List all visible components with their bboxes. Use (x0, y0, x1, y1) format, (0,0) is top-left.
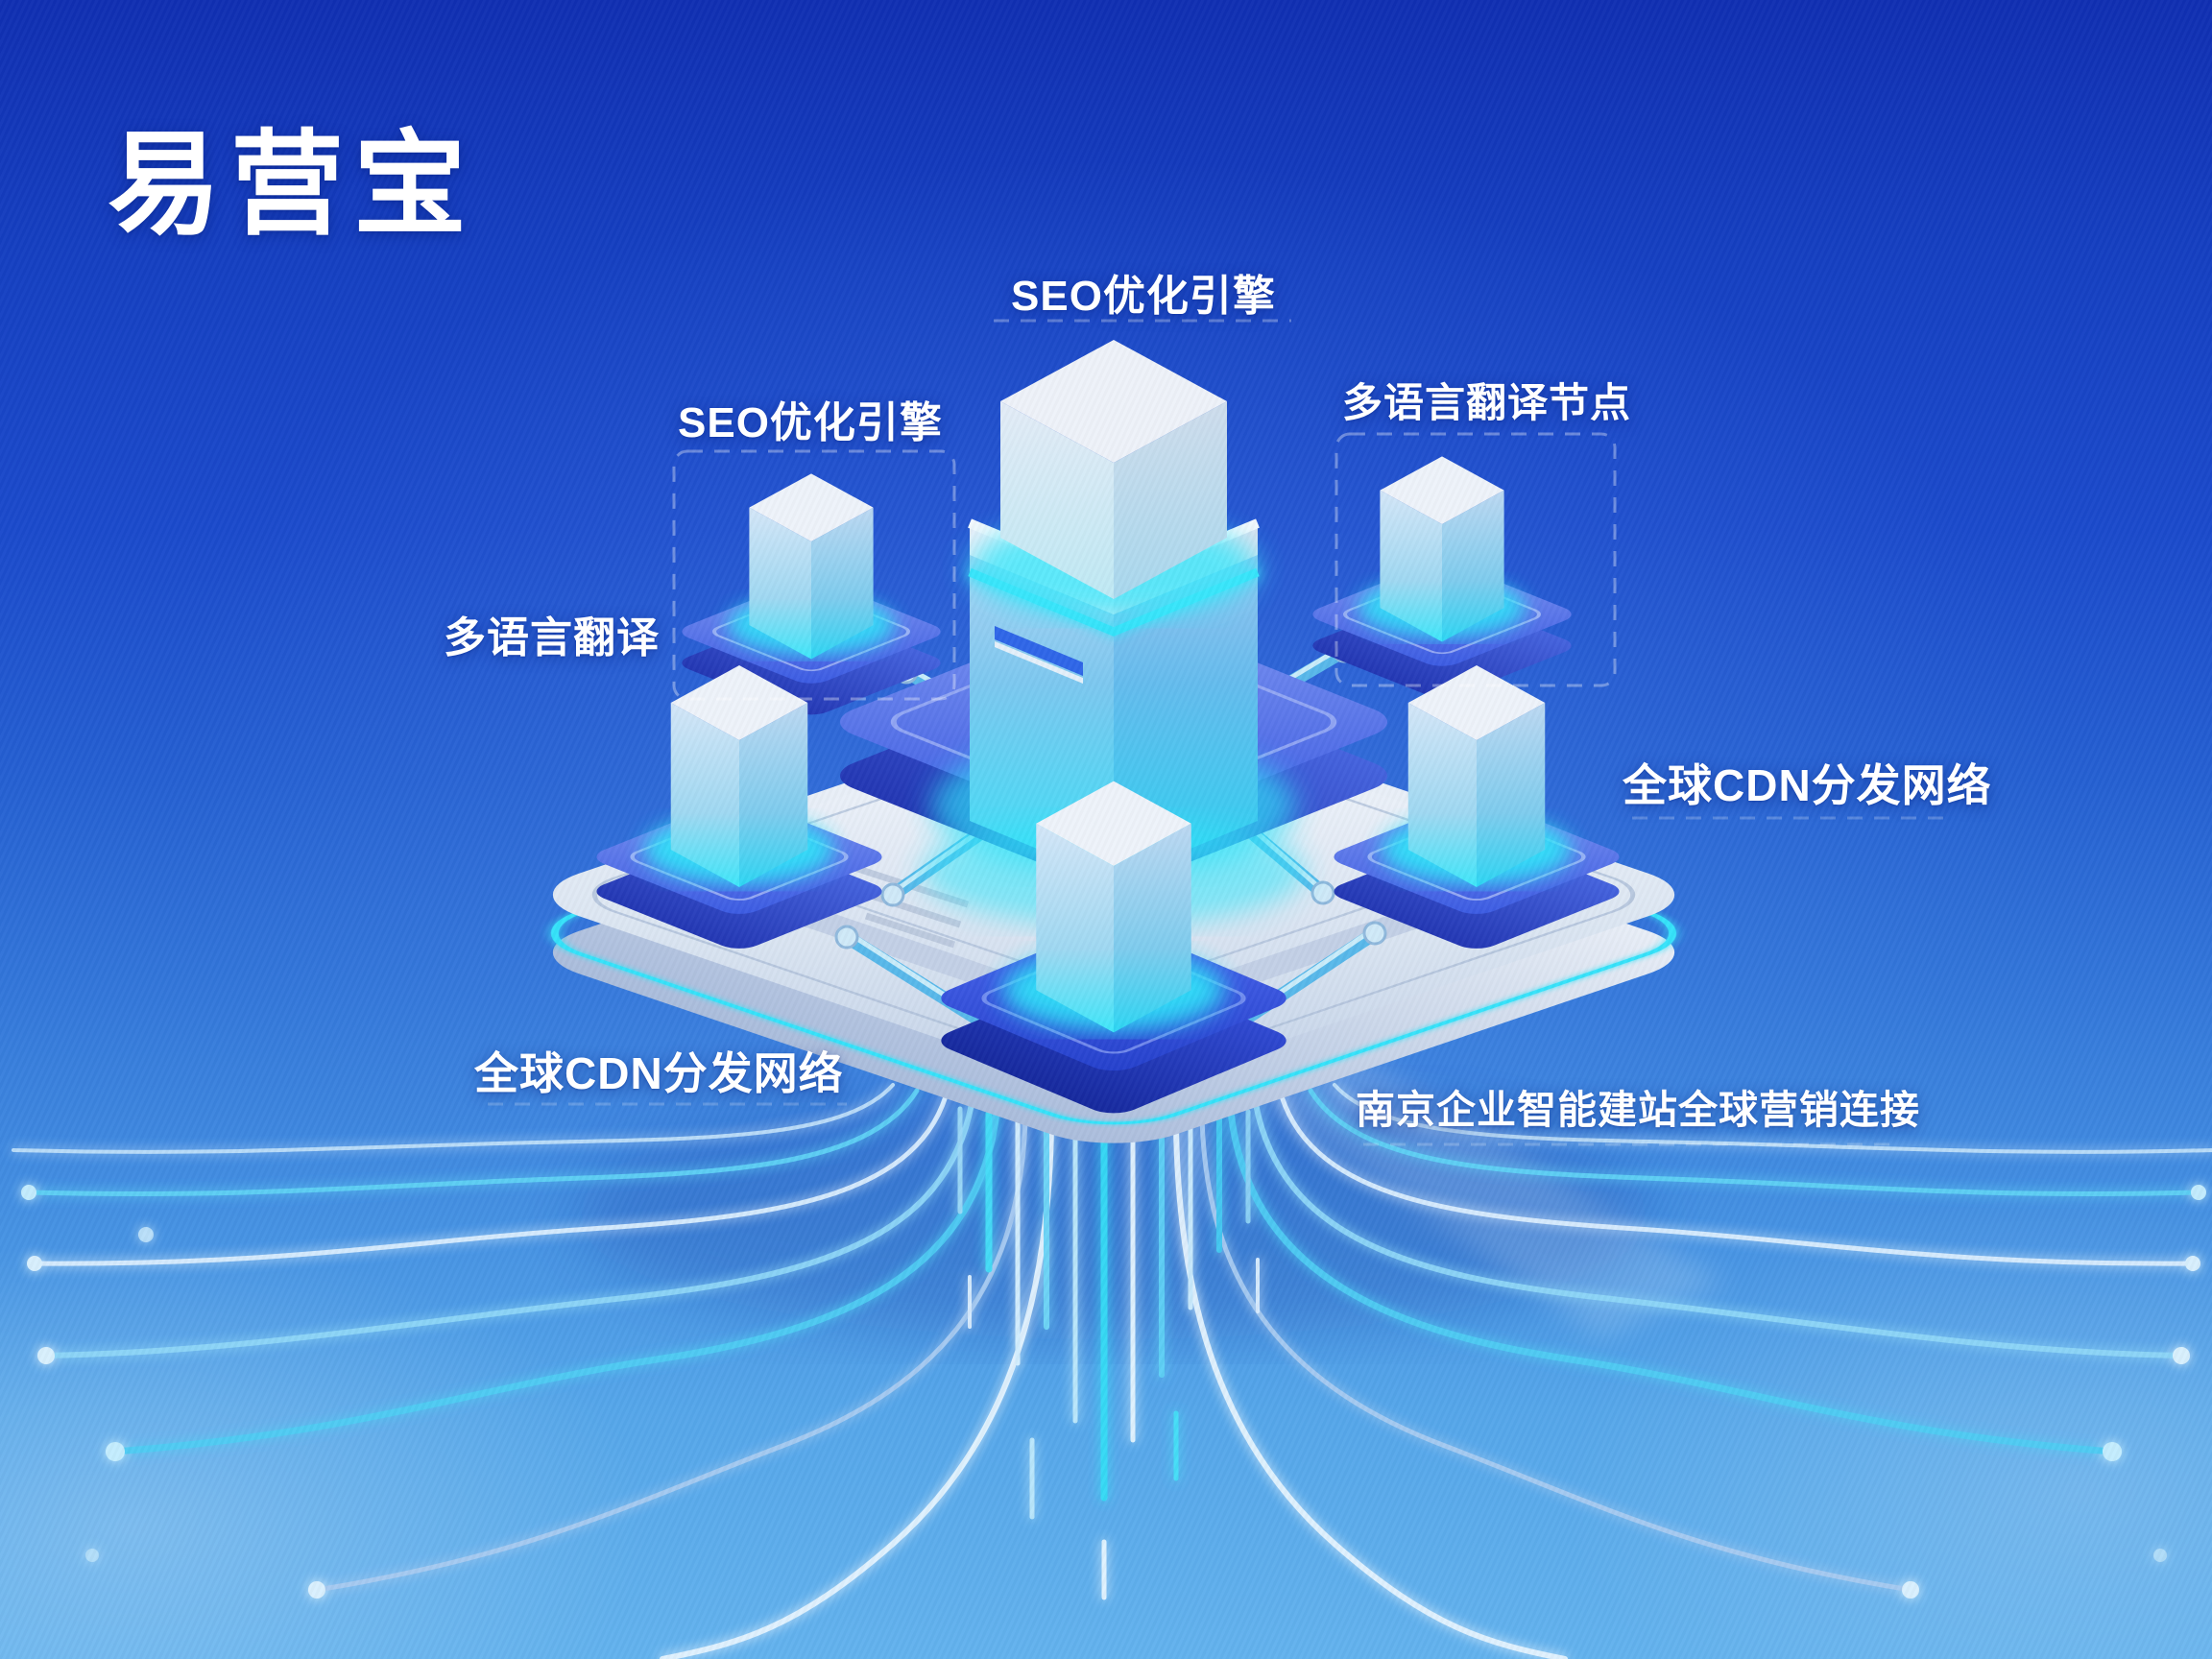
label-cdn-bottom: 全球CDN分发网络 (474, 1048, 844, 1098)
label-seo-engine-left: SEO优化引擎 (678, 399, 943, 446)
floating-node-right (1312, 456, 1572, 698)
label-tagline: 南京企业智能建站全球营销连接 (1356, 1088, 1920, 1132)
label-translation: 多语言翻译 (444, 614, 660, 661)
label-seo-engine-top: SEO优化引擎 (1011, 273, 1276, 320)
platform-node-right (1334, 665, 1620, 949)
label-cdn-right: 全球CDN分发网络 (1623, 760, 1992, 810)
label-translation-node: 多语言翻译节点 (1342, 380, 1632, 425)
callout-guides (488, 319, 1949, 1146)
circuit-roots (12, 1083, 2212, 1659)
brand-title: 易营宝 (108, 122, 477, 249)
platform-node-left (596, 665, 882, 949)
